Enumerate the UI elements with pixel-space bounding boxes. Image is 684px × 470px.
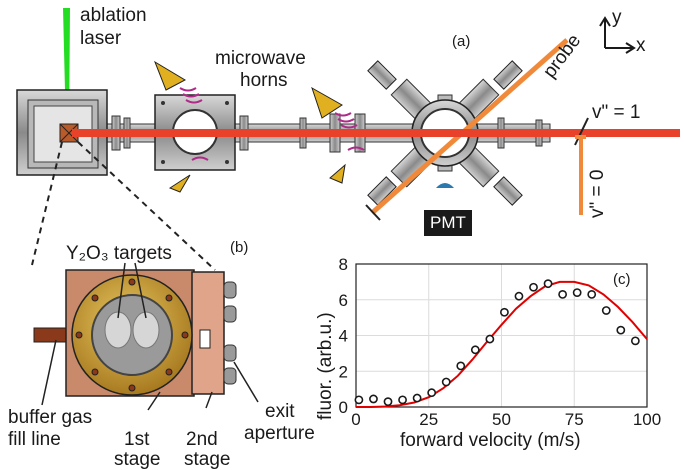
- chart-frame: [355, 263, 648, 408]
- main-beam: [72, 129, 680, 137]
- data-point: [354, 395, 364, 405]
- data-point: [412, 393, 422, 403]
- v1-label: v" = 1: [592, 102, 641, 123]
- stage-1-label: 1st: [124, 429, 150, 450]
- exit-aperture-label: exit: [265, 401, 295, 422]
- probe-beam-stop: [365, 204, 381, 221]
- y-tick-label: 4: [339, 327, 348, 346]
- stage-2-label: 2nd: [186, 429, 218, 450]
- stage-1-label-2: stage: [114, 449, 161, 470]
- microwave-horn-3: [168, 174, 191, 193]
- data-point: [601, 306, 611, 315]
- x-tick-labels: 0 25 50 75 100: [351, 410, 661, 429]
- x-tick-label: 0: [351, 410, 360, 429]
- beam-splitter: [574, 117, 589, 146]
- data-point: [616, 325, 626, 335]
- panel-b-cell: [33, 262, 259, 411]
- data-point: [485, 334, 495, 344]
- v0-label: v" = 0: [587, 169, 608, 218]
- target-left: [104, 311, 132, 349]
- data-point: [630, 336, 640, 346]
- data-point: [456, 361, 466, 371]
- pmt-label: PMT: [424, 210, 472, 236]
- data-point: [441, 377, 451, 387]
- panel-label-a: (a): [452, 33, 471, 50]
- microwave-horn-2: [311, 86, 343, 119]
- x-tick-label: 25: [419, 410, 438, 429]
- axis-y-label: y: [612, 7, 622, 28]
- chart-xlabel: forward velocity (m/s): [400, 430, 581, 451]
- microwave-horns-label: microwave: [215, 48, 306, 69]
- buffer-gas-label-2: fill line: [8, 429, 61, 450]
- stage-2-label-2: stage: [184, 449, 231, 470]
- flange-bolts: [75, 278, 189, 392]
- axes-indicator: [599, 16, 636, 54]
- chart-ylabel: fluor. (arb.u.): [315, 312, 336, 420]
- data-points: [354, 279, 640, 407]
- data-point: [514, 291, 524, 301]
- chart-grid: [355, 263, 648, 408]
- y-tick-labels: 0 2 4 6 8: [339, 255, 348, 417]
- aperture-rods: [223, 281, 237, 385]
- fluorescence-chart: 0 25 50 75 100 0 2 4 6 8: [339, 255, 662, 429]
- panel-a-apparatus: [16, 8, 680, 221]
- buffer-gas-label: buffer gas: [8, 407, 93, 428]
- data-point: [470, 345, 480, 355]
- data-point: [587, 289, 597, 299]
- data-point: [558, 289, 568, 299]
- data-point: [398, 395, 407, 405]
- data-point: [383, 397, 393, 407]
- y-tick-label: 6: [339, 291, 348, 310]
- microwave-horns-label-2: horns: [240, 70, 288, 91]
- panel-label-b: (b): [230, 239, 249, 256]
- zoom-line-right: [77, 141, 216, 271]
- x-tick-label: 50: [492, 410, 511, 429]
- y-tick-label: 8: [339, 255, 348, 274]
- panel-label-c: (c): [613, 271, 631, 288]
- data-point: [427, 388, 437, 398]
- ablation-laser-label: ablation: [80, 5, 147, 26]
- targets-label: Y₂O₃ targets: [66, 243, 172, 264]
- exit-aperture-label-2: aperture: [244, 423, 315, 444]
- fill-line: [33, 327, 69, 343]
- data-point: [572, 288, 582, 297]
- y-tick-label: 0: [339, 398, 348, 417]
- data-point: [529, 282, 538, 292]
- data-point: [543, 279, 553, 289]
- target-right: [132, 311, 160, 349]
- probe-beam: [370, 38, 569, 215]
- data-point: [500, 307, 509, 317]
- ablation-laser-label-2: laser: [80, 28, 122, 49]
- data-point: [369, 394, 378, 404]
- fit-curve: [356, 280, 648, 408]
- x-tick-label: 100: [633, 410, 661, 429]
- pmt-lens: [436, 183, 454, 188]
- target-window: [91, 294, 173, 376]
- microwave-horn-1: [153, 60, 187, 91]
- x-tick-label: 75: [565, 410, 584, 429]
- microwave-waves: [179, 87, 365, 161]
- axis-x-label: x: [636, 35, 646, 56]
- y-tick-label: 2: [339, 362, 348, 381]
- microwave-horn-4: [329, 163, 346, 184]
